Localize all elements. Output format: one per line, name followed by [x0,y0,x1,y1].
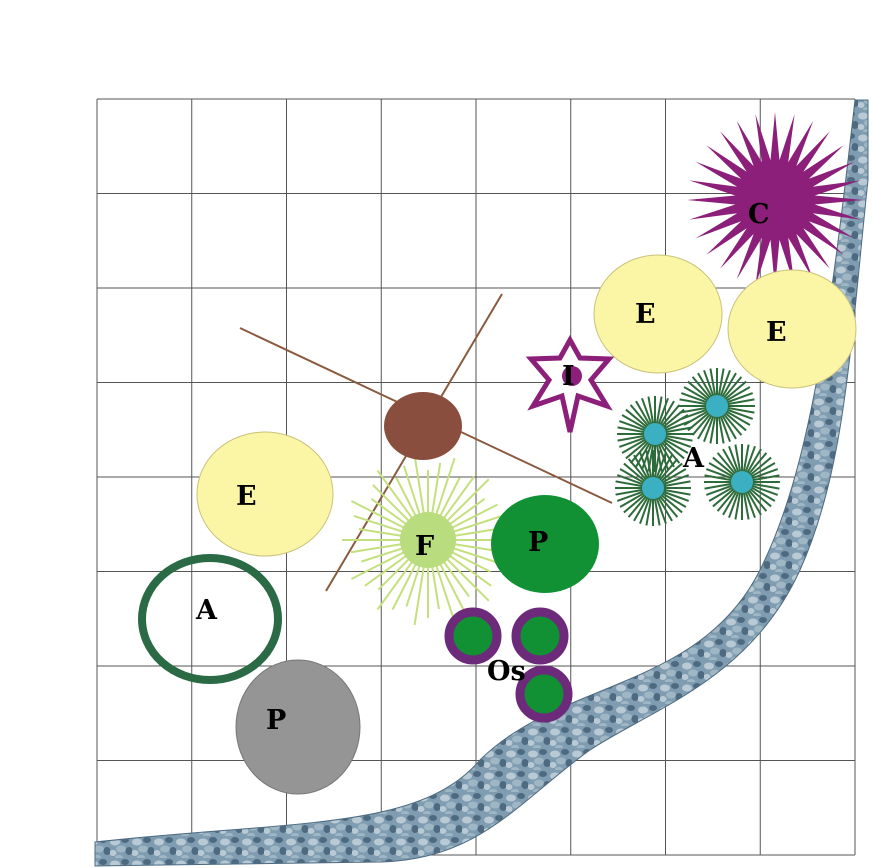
echinacea-plant: E [727,269,857,389]
ornamental-ring [444,607,502,665]
clematis-star-icon [687,112,863,288]
echinacea-circle [196,431,334,557]
clematis-label: C [748,199,770,230]
iris-star-icon [525,334,615,433]
allium-ring-circle [138,554,282,684]
peony-green-circle [491,495,599,593]
fern-label: F [415,531,434,562]
iris-label: I [562,361,575,392]
iris-plant: I [525,334,615,433]
iris-dot [562,366,582,386]
echinacea-label: E [766,317,787,348]
peony-grey: P [235,659,361,795]
echinacea-label: E [635,299,656,330]
stone-path [94,99,869,867]
ornamental-grasses: Os [444,607,573,723]
peony-grey-label: P [266,705,286,736]
echinacea-circle [593,254,723,374]
fern-center [400,512,456,568]
fern-plant: F [342,454,511,626]
allium-center [731,471,753,493]
ornamental-ring [511,607,569,665]
echinacea-circle [727,269,857,389]
ornamental-ring [515,665,573,723]
allium-center [642,477,664,499]
allium-center [706,395,728,417]
peony-green-label: P [528,527,548,558]
echinacea-plant: E [196,431,334,557]
allium-burst-icon [615,450,691,526]
echinacea-plant: E [593,254,723,374]
peony-green: P [491,495,599,593]
peony-grey-circle [235,659,361,795]
allium-cluster-label: A [682,443,705,474]
echinacea-label: E [236,481,257,512]
allium-cluster: A [615,368,780,526]
tree-trunk [384,392,462,460]
clematis-plant: C [687,112,863,288]
allium-center [644,423,666,445]
allium-burst-icon [679,368,755,444]
allium-burst-icon [704,444,780,520]
allium-ring-plant: A [138,554,282,684]
allium-ring-label: A [195,595,218,626]
allium-burst-icon [617,396,693,472]
ornamental-label: Os [487,656,526,687]
